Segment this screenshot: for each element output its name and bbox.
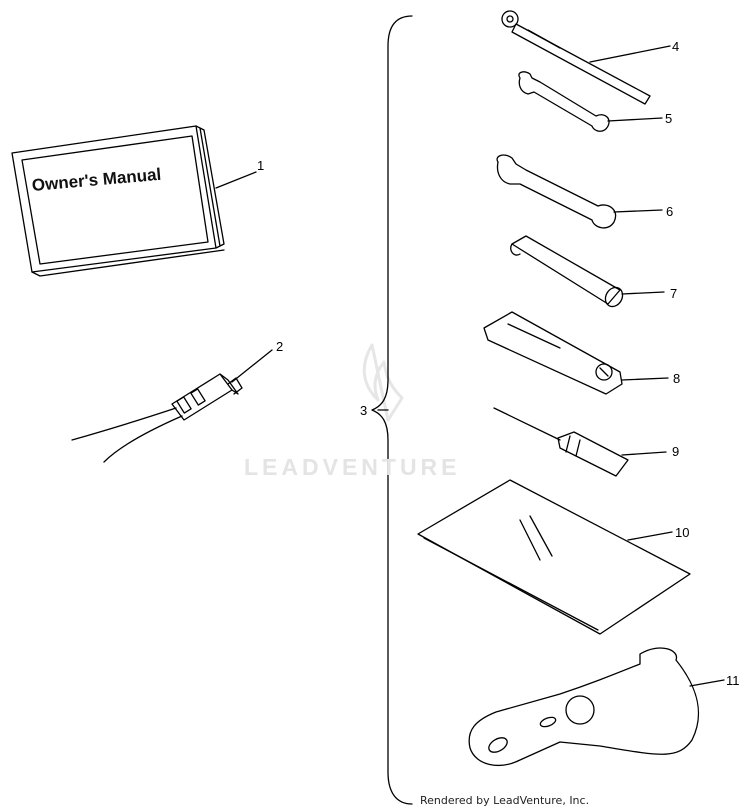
socket-wrench bbox=[510, 235, 665, 308]
callout-2: 2 bbox=[276, 339, 284, 354]
spanner-tool bbox=[483, 311, 669, 395]
group-brace bbox=[371, 15, 413, 805]
plastic-bag bbox=[417, 479, 691, 635]
callout-7: 7 bbox=[670, 286, 678, 301]
callout-8: 8 bbox=[673, 371, 681, 386]
wire-connector bbox=[71, 349, 273, 463]
gauge-tool bbox=[501, 10, 671, 105]
callout-3: 3 bbox=[360, 403, 368, 418]
large-wrench bbox=[496, 154, 663, 229]
small-wrench bbox=[518, 71, 663, 132]
callout-4: 4 bbox=[672, 39, 680, 54]
owners-manual-book bbox=[11, 125, 257, 277]
screwdriver bbox=[493, 407, 667, 477]
bracket-tool bbox=[468, 647, 725, 766]
footer-credit: Rendered by LeadVenture, Inc. bbox=[420, 794, 590, 807]
callout-11: 11 bbox=[726, 673, 740, 688]
callout-9: 9 bbox=[672, 444, 680, 459]
watermark-text: LEADVENTURE bbox=[244, 454, 461, 480]
callout-5: 5 bbox=[665, 111, 673, 126]
callout-1: 1 bbox=[257, 158, 265, 173]
watermark-logo bbox=[362, 343, 404, 422]
callout-6: 6 bbox=[666, 204, 674, 219]
callout-10: 10 bbox=[675, 525, 690, 540]
